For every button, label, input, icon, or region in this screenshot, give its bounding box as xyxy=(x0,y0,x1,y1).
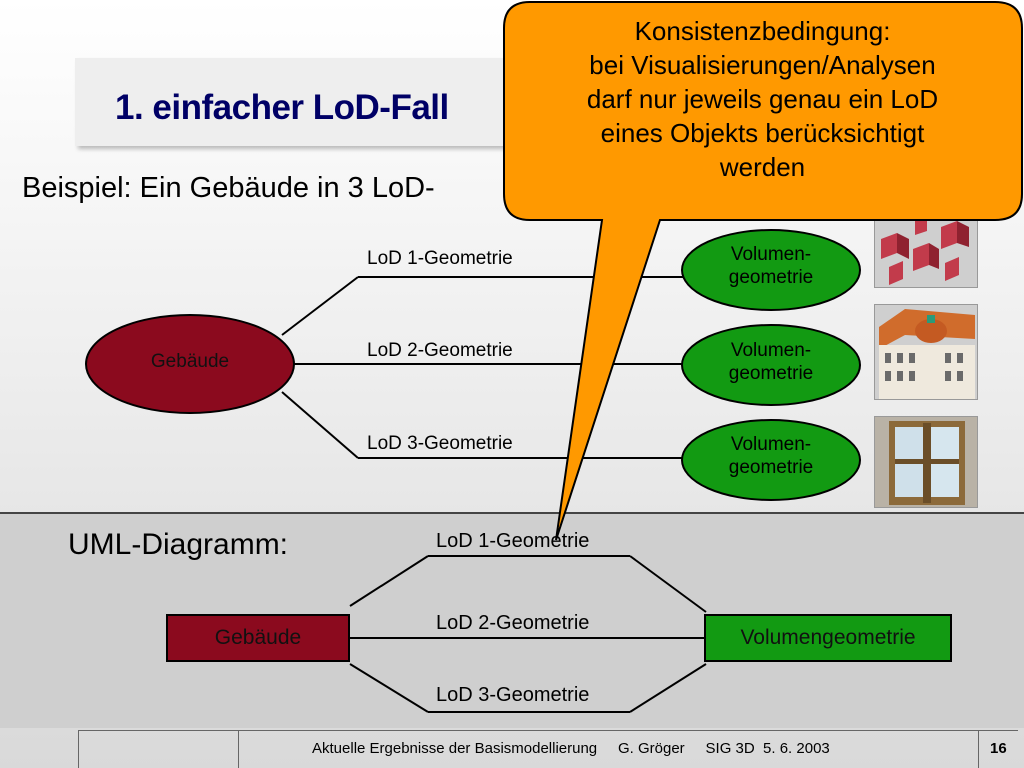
volume-ellipse-1 xyxy=(681,229,861,311)
title-box xyxy=(75,58,545,146)
lod2-building-thumbnail xyxy=(874,304,978,400)
footer-divider-1 xyxy=(78,730,79,768)
uml-assoc-label-1: LoD 1-Geometrie xyxy=(436,530,590,552)
callout-line-5: werden xyxy=(719,152,806,182)
volume-ellipse-3 xyxy=(681,419,861,501)
footer-divider-3 xyxy=(978,730,979,768)
section-divider xyxy=(0,512,1024,514)
uml-class-volume: Volumengeometrie xyxy=(704,614,952,662)
footer-text: Aktuelle Ergebnisse der Basismodellierun… xyxy=(312,740,830,757)
uml-assoc-1-left xyxy=(349,555,429,607)
footer-bar xyxy=(78,730,1018,765)
building-ellipse xyxy=(85,314,295,414)
branch-line-1-diag xyxy=(281,276,359,336)
lod2-label: LoD 2-Geometrie xyxy=(367,340,513,361)
callout-line-3: darf nur jeweils genau ein LoD xyxy=(586,84,939,114)
volume-ellipse-1-label: Volumen- geometrie xyxy=(728,244,814,288)
uml-assoc-1-right xyxy=(629,555,707,613)
lod1-label: LoD 1-Geometrie xyxy=(367,248,513,269)
page-title: 1. einfacher LoD-Fall xyxy=(115,88,449,127)
callout-line-1: Konsistenzbedingung: xyxy=(634,16,891,46)
uml-assoc-3-left xyxy=(349,663,429,713)
callout-line-4: eines Objekts berücksichtigt xyxy=(600,118,925,148)
uml-assoc-label-3: LoD 3-Geometrie xyxy=(436,684,590,706)
volume-ellipse-2-label: Volumen- geometrie xyxy=(728,340,814,384)
uml-heading: UML-Diagramm: xyxy=(68,528,289,561)
footer-divider-2 xyxy=(238,730,239,768)
lod1-city-thumbnail xyxy=(874,208,978,288)
uml-assoc-label-2: LoD 2-Geometrie xyxy=(436,612,590,634)
volume-ellipse-3-label: Volumen- geometrie xyxy=(728,434,814,478)
volume-ellipse-2 xyxy=(681,324,861,406)
callout-line-2: bei Visualisierungen/Analysen xyxy=(589,50,936,80)
lod3-window-thumbnail xyxy=(874,416,978,508)
branch-line-3-diag xyxy=(281,391,359,459)
building-ellipse-label: Gebäude xyxy=(150,351,230,372)
lod3-label: LoD 3-Geometrie xyxy=(367,433,513,454)
example-text: Beispiel: Ein Gebäude in 3 LoD- xyxy=(22,172,435,204)
uml-class-building: Gebäude xyxy=(166,614,350,662)
uml-assoc-3-right xyxy=(629,663,707,713)
page-number: 16 xyxy=(990,740,1007,757)
callout-text: Konsistenzbedingung: bei Visualisierunge… xyxy=(515,14,1010,184)
